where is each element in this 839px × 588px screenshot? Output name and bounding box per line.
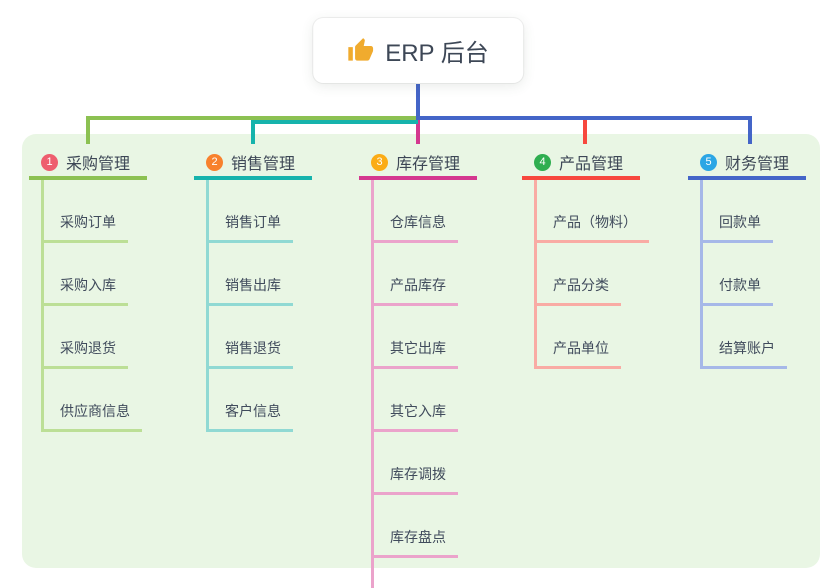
child-node-label: 销售订单	[225, 214, 281, 230]
branch-children: 回款单付款单结算账户	[700, 180, 787, 369]
root-node[interactable]: ERP 后台	[313, 18, 523, 83]
child-node[interactable]: 销售订单	[209, 180, 293, 243]
child-node[interactable]: 其它出库	[374, 306, 458, 369]
child-node[interactable]: 销售出库	[209, 243, 293, 306]
child-node[interactable]: 产品库存	[374, 243, 458, 306]
root-title: ERP 后台	[385, 40, 489, 67]
branch-children: 产品（物料） 产品分类产品单位	[534, 180, 649, 369]
branch-number-badge: 3	[371, 153, 388, 171]
branch-number-badge: 5	[700, 153, 717, 171]
branch-children: 仓库信息产品库存其它出库其它入库库存调拨库存盘点出库库明细	[371, 180, 472, 588]
child-node-label: 其它入库	[390, 403, 446, 419]
branch-title: 库存管理	[396, 156, 461, 173]
child-node-label: 销售退货	[225, 340, 281, 356]
branch-number-badge: 4	[534, 153, 551, 171]
branch-title: 财务管理	[725, 156, 790, 173]
branch-header-4[interactable]: 4 产品管理	[522, 148, 640, 180]
child-node[interactable]: 付款单	[703, 243, 773, 306]
child-node-label: 供应商信息	[60, 403, 130, 419]
child-node[interactable]: 库存盘点	[374, 495, 458, 558]
child-node-label: 产品分类	[553, 277, 609, 293]
child-node-label: 库存调拨	[390, 466, 446, 482]
branches-panel: 1 采购管理采购订单采购入库采购退货供应商信息 2 销售管理销售订单销售出库销售退货客…	[22, 134, 820, 588]
child-node-label: 采购订单	[60, 214, 116, 230]
thumbs-up-icon	[348, 38, 374, 61]
child-node-label: 库存盘点	[390, 529, 446, 545]
child-node-label: 其它出库	[390, 340, 446, 356]
child-node[interactable]: 仓库信息	[374, 180, 458, 243]
child-node[interactable]: 产品（物料）	[537, 180, 649, 243]
child-node-label: 采购入库	[60, 277, 116, 293]
branch-header-5[interactable]: 5 财务管理	[688, 148, 806, 180]
child-node[interactable]: 回款单	[703, 180, 773, 243]
branch-children: 销售订单销售出库销售退货客户信息	[206, 180, 293, 432]
child-node[interactable]: 采购入库	[44, 243, 128, 306]
branch-children: 采购订单采购入库采购退货供应商信息	[41, 180, 142, 432]
child-node-label: 回款单	[719, 214, 761, 230]
branch-3: 3 库存管理仓库信息产品库存其它出库其它入库库存调拨库存盘点出库库明细	[359, 148, 477, 588]
branch-title: 销售管理	[231, 156, 296, 173]
child-node-label: 产品单位	[553, 340, 609, 356]
child-node[interactable]: 采购订单	[44, 180, 128, 243]
child-node[interactable]: 库存调拨	[374, 432, 458, 495]
branch-2: 2 销售管理销售订单销售出库销售退货客户信息	[194, 148, 312, 432]
child-node[interactable]: 产品单位	[537, 306, 621, 369]
child-node-label: 销售出库	[225, 277, 281, 293]
branch-header-1[interactable]: 1 采购管理	[29, 148, 147, 180]
child-node-label: 产品库存	[390, 277, 446, 293]
branch-1: 1 采购管理采购订单采购入库采购退货供应商信息	[29, 148, 147, 432]
branch-header-2[interactable]: 2 销售管理	[194, 148, 312, 180]
child-node-label: 结算账户	[719, 340, 775, 356]
child-node-label: 产品（物料）	[553, 214, 637, 230]
child-node[interactable]: 出库库明细	[374, 558, 472, 588]
child-node[interactable]: 供应商信息	[44, 369, 142, 432]
child-node[interactable]: 采购退货	[44, 306, 128, 369]
child-node-label: 付款单	[719, 277, 761, 293]
child-node[interactable]: 销售退货	[209, 306, 293, 369]
branch-title: 采购管理	[66, 156, 131, 173]
child-node[interactable]: 产品分类	[537, 243, 621, 306]
branch-4: 4 产品管理产品（物料） 产品分类产品单位	[522, 148, 649, 369]
branch-header-3[interactable]: 3 库存管理	[359, 148, 477, 180]
child-node-label: 仓库信息	[390, 214, 446, 230]
child-node-label: 采购退货	[60, 340, 116, 356]
branch-number-badge: 2	[206, 153, 223, 171]
branch-number-badge: 1	[41, 153, 58, 171]
child-node[interactable]: 结算账户	[703, 306, 787, 369]
child-node[interactable]: 其它入库	[374, 369, 458, 432]
branch-title: 产品管理	[559, 156, 624, 173]
branch-5: 5 财务管理回款单付款单结算账户	[688, 148, 806, 369]
child-node[interactable]: 客户信息	[209, 369, 293, 432]
child-node-label: 客户信息	[225, 403, 281, 419]
